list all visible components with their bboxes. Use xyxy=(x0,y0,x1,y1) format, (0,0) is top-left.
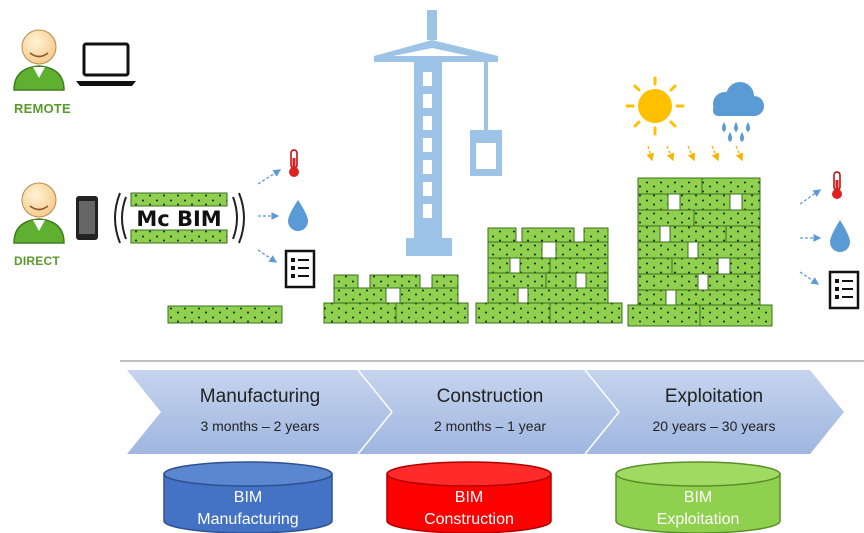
database-line1: BIM xyxy=(454,489,484,506)
database-line2: Construction xyxy=(424,511,514,528)
database-cylinder-manufacturing xyxy=(163,461,333,533)
rain-cloud-icon xyxy=(713,82,764,142)
phase-exploitation: Exploitation 20 years – 30 years xyxy=(614,386,814,434)
precast-beam xyxy=(167,305,283,324)
smartphone-icon xyxy=(76,196,98,240)
mcbim-sensor xyxy=(114,192,245,244)
phase-title: Manufacturing xyxy=(199,386,321,407)
database-construction-label: BIM Construction xyxy=(387,487,551,531)
output-arrow xyxy=(799,271,820,285)
output-arrow xyxy=(799,189,822,205)
phase-duration: 3 months – 2 years xyxy=(200,418,320,434)
phase-title: Construction xyxy=(436,386,544,407)
laptop-icon xyxy=(76,42,136,86)
building-under-construction-medium xyxy=(475,227,623,324)
mcbim-label: Mc BIM xyxy=(136,207,222,231)
weather-arrows xyxy=(646,145,744,162)
database-cylinder-exploitation xyxy=(615,461,781,533)
water-drop-icon xyxy=(288,200,308,231)
database-line1: BIM xyxy=(233,489,263,506)
database-cylinder-construction xyxy=(386,461,552,533)
building-under-construction-small xyxy=(323,274,469,324)
phase-manufacturing: Manufacturing 3 months – 2 years xyxy=(160,386,360,434)
phase-construction: Construction 2 months – 1 year xyxy=(392,386,588,434)
database-exploitation-label: BIM Exploitation xyxy=(616,487,780,531)
database-line1: BIM xyxy=(683,489,713,506)
output-arrow xyxy=(257,169,282,185)
thermometer-icon xyxy=(289,149,299,177)
water-drop-icon xyxy=(830,220,850,252)
direct-user-avatar-icon xyxy=(13,182,65,244)
sun-icon xyxy=(625,76,685,136)
phase-chevron-construction xyxy=(358,370,619,454)
phase-duration: 2 months – 1 year xyxy=(433,418,547,434)
checklist-icon xyxy=(828,270,860,310)
database-line2: Manufacturing xyxy=(197,511,299,528)
thermometer-icon xyxy=(832,171,842,199)
phase-chevron-exploitation xyxy=(585,370,844,454)
database-manufacturing-label: BIM Manufacturing xyxy=(164,487,332,531)
phase-duration: 20 years – 30 years xyxy=(652,418,776,434)
crane-icon xyxy=(374,10,502,256)
output-arrow xyxy=(257,249,278,263)
database-line2: Exploitation xyxy=(656,511,740,528)
checklist-icon xyxy=(284,249,316,289)
remote-user-label: REMOTE xyxy=(14,101,71,116)
remote-user-avatar-icon xyxy=(13,29,65,91)
building-finished xyxy=(627,177,773,327)
direct-user-label: DIRECT xyxy=(14,254,60,268)
phase-title: Exploitation xyxy=(664,386,764,407)
phase-chevron-manufacturing xyxy=(127,370,392,454)
